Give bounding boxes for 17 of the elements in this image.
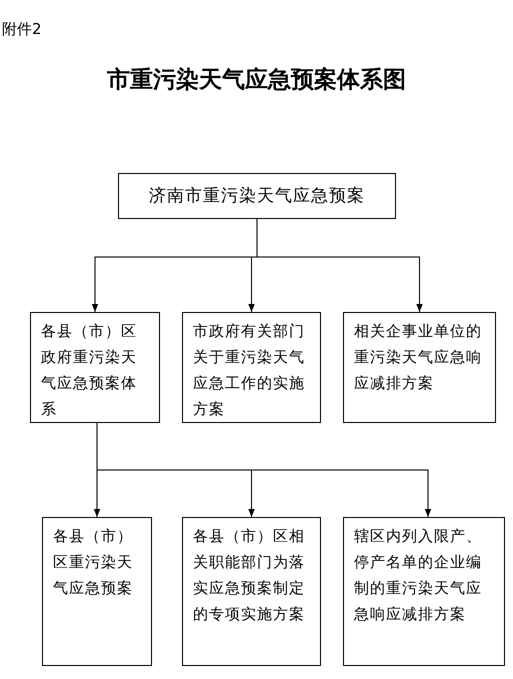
plan-box xyxy=(182,517,321,666)
plan-box xyxy=(343,312,496,423)
plan-text: 各县（市）区相关职能部门为落实应急预案制定的专项实施方案 xyxy=(193,527,306,625)
plan-text: 相关企事业单位的重污染天气应急响应减排方案 xyxy=(354,322,483,394)
plan-box xyxy=(118,173,396,219)
plan-box xyxy=(42,517,152,666)
plan-box xyxy=(182,312,321,423)
arrow xyxy=(256,218,423,312)
plan-text: 市政府有关部门关于重污染天气应急工作的实施方案 xyxy=(193,322,306,420)
attachment-label: 附件2 xyxy=(2,20,42,39)
plan-text: 辖区内列入限产、停产名单的企业编制的重污染天气应急响应减排方案 xyxy=(354,528,483,625)
plan-text: 各县（市）区政府重污染天气应急预案体系 xyxy=(41,322,138,420)
plan-text: 各县（市）区重污染天气应急预案 xyxy=(53,527,134,599)
diagram-title: 市重污染天气应急预案体系图 xyxy=(106,65,407,95)
plan-box xyxy=(343,517,505,666)
plan-text: 济南市重污染天气应急预案 xyxy=(149,185,365,207)
plan-box xyxy=(30,312,160,423)
